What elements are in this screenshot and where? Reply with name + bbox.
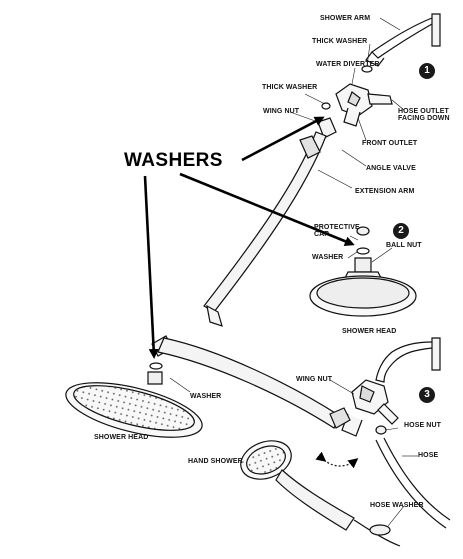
label-hose-washer: HOSE WASHER xyxy=(370,502,424,509)
label-hand-shower: HAND SHOWER xyxy=(188,458,243,465)
step-badge-1: 1 xyxy=(419,63,435,79)
washer-3 xyxy=(149,362,163,370)
label-washer-3: WASHER xyxy=(190,393,222,400)
label-hose-nut: HOSE NUT xyxy=(404,422,441,429)
label-thick-washer-left: THICK WASHER xyxy=(262,84,318,91)
label-wing-nut-1: WING NUT xyxy=(263,108,300,115)
label-shower-head-2: SHOWER HEAD xyxy=(342,328,397,335)
label-hose-outlet: HOSE OUTLET FACING DOWN xyxy=(398,108,450,123)
step-badge-3: 3 xyxy=(419,387,435,403)
hand-shower xyxy=(240,440,355,531)
extension-arm-3 xyxy=(151,335,351,429)
washer-2 xyxy=(356,247,370,255)
extension-arm-1 xyxy=(203,117,337,327)
shower-arm-3 xyxy=(375,337,441,383)
hose-nut xyxy=(375,425,387,435)
protective-cap xyxy=(356,226,370,236)
arrow-to-thick-washer xyxy=(241,116,325,162)
label-hose: HOSE xyxy=(418,452,439,459)
label-wing-nut-3: WING NUT xyxy=(296,376,333,383)
label-extension-arm: EXTENSION ARM xyxy=(355,188,415,195)
hose-washer xyxy=(369,524,391,536)
shower-arm-1 xyxy=(365,13,441,67)
label-water-diverter: WATER DIVERTER xyxy=(316,61,380,68)
thick-washer-left xyxy=(321,102,331,110)
arrow-to-washer-3 xyxy=(143,175,159,359)
washers-callout: WASHERS xyxy=(124,150,223,171)
shower-head-2 xyxy=(309,257,417,317)
diverter-3 xyxy=(341,379,399,437)
leader-lines xyxy=(169,17,418,527)
label-shower-arm-1: SHOWER ARM xyxy=(320,15,371,22)
step-badge-2: 2 xyxy=(393,223,409,239)
callout-arrows xyxy=(143,116,355,359)
label-angle-valve: ANGLE VALVE xyxy=(366,165,416,172)
water-diverter xyxy=(335,83,393,127)
label-protective-cap: PROTECTIVE CAP xyxy=(314,224,360,239)
label-thick-washer-top: THICK WASHER xyxy=(312,38,368,45)
arrow-to-washer-2 xyxy=(179,172,355,246)
label-shower-head-3: SHOWER HEAD xyxy=(94,434,149,441)
shower-head-3 xyxy=(65,371,203,438)
label-washer-2: WASHER xyxy=(312,254,344,261)
label-ball-nut: BALL NUT xyxy=(386,242,422,249)
rotation-indicator xyxy=(315,451,359,469)
label-front-outlet: FRONT OUTLET xyxy=(362,140,418,147)
